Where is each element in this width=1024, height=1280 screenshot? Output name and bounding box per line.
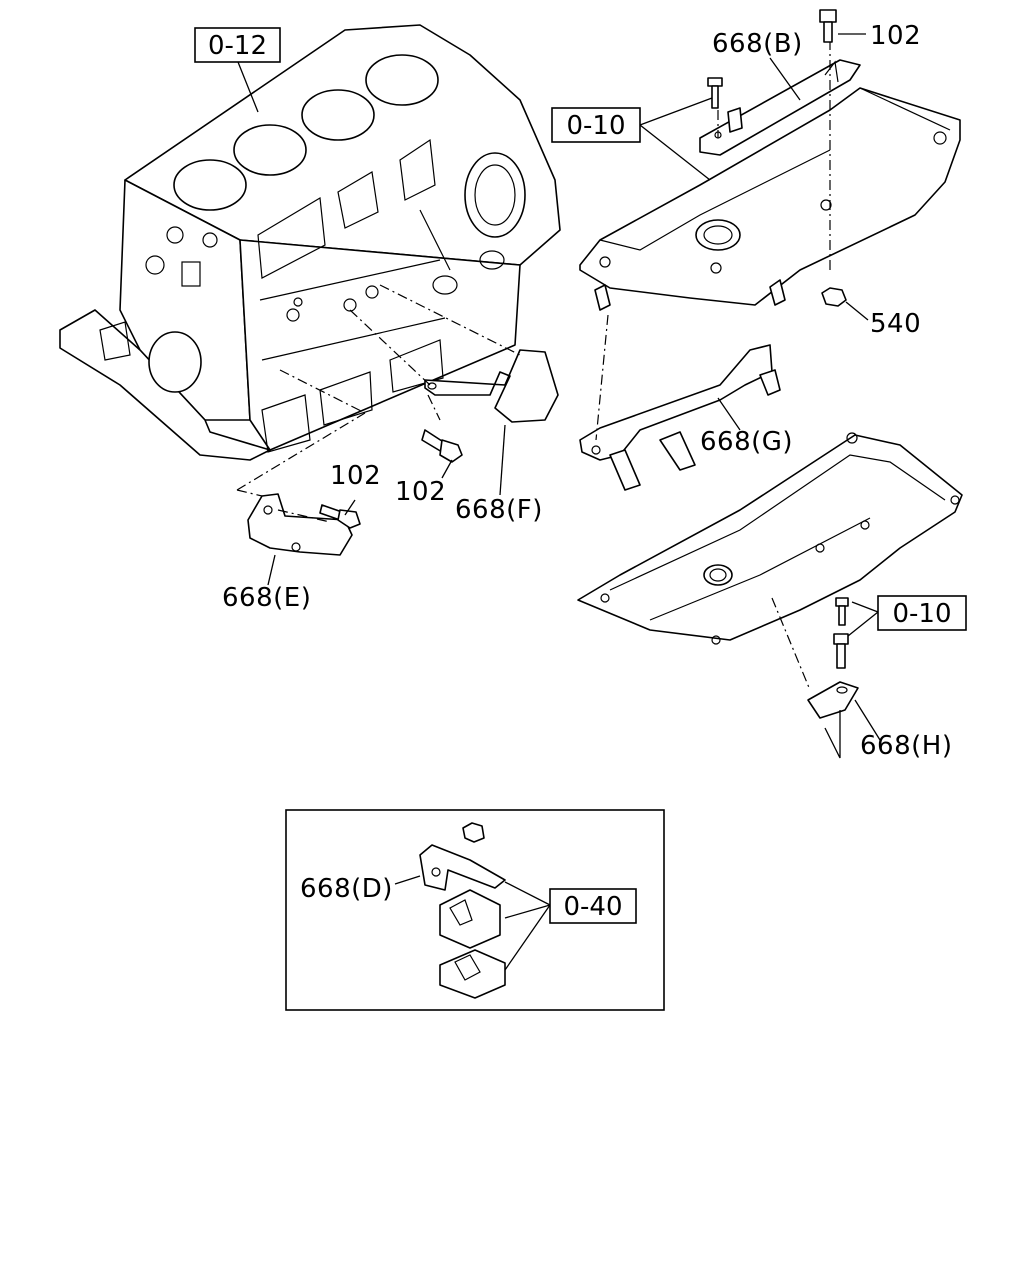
nut-540 (821, 287, 847, 307)
bolt-102-f (421, 429, 463, 463)
top-cover (579, 87, 961, 311)
bracket-b (699, 40, 861, 270)
bracket-h (807, 681, 859, 759)
callout-bracket-b: 668(B) (712, 29, 803, 59)
callout-nut-540: 540 (870, 309, 921, 339)
bolt-102-top (819, 9, 837, 43)
ref-0-12-label: 0-12 (208, 31, 267, 61)
bolt-b-left (707, 77, 723, 109)
ref-0-40-label: 0-40 (563, 892, 622, 922)
reference-block: 0-12 (194, 27, 281, 113)
bolt-102-e (319, 504, 361, 529)
bracket-g (579, 314, 781, 491)
callout-bracket-f: 668(F) (455, 495, 543, 525)
callout-bracket-g: 668(G) (700, 427, 793, 457)
callout-bracket-d: 668(D) (300, 874, 393, 904)
ref-0-10-cover-label: 0-10 (566, 111, 625, 141)
pan-bolts (833, 597, 849, 669)
ref-0-10-pan-label: 0-10 (892, 599, 951, 629)
callout-leaders (267, 33, 881, 885)
inset-panel (285, 809, 665, 1011)
oil-pan (577, 432, 963, 691)
reference-inset: 0-40 (504, 881, 637, 971)
callout-bracket-h: 668(H) (860, 731, 952, 761)
bracket-e (236, 489, 353, 556)
reference-pan: 0-10 (847, 595, 967, 637)
callout-bolt-102-top: 102 (870, 21, 921, 51)
bracket-f (236, 284, 559, 491)
callout-bolt-102-f: 102 (395, 477, 446, 507)
callout-bolt-102-e: 102 (330, 461, 381, 491)
callout-bracket-e: 668(E) (222, 583, 311, 613)
reference-cover: 0-10 (551, 97, 713, 181)
engine-block (59, 24, 561, 461)
